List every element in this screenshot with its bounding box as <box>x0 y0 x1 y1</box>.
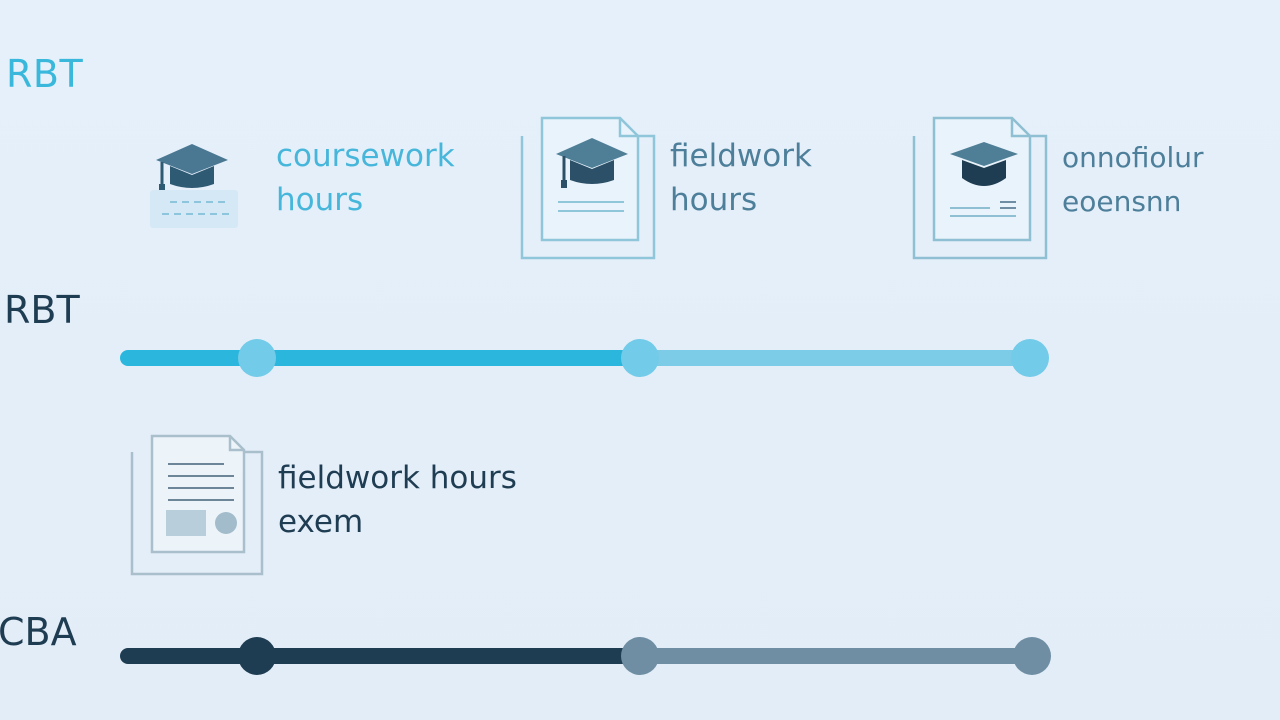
cba-milestone-1 <box>238 637 276 675</box>
cba-step-text: fieldwork hours exem <box>278 456 517 544</box>
rbt-timeline <box>120 339 1280 377</box>
document-graduation-cap-icon <box>520 116 656 260</box>
rbt-step-2-text: fieldwork hours <box>670 134 812 222</box>
document-icon <box>130 434 264 576</box>
rbt-milestone-1 <box>238 339 276 377</box>
rbt-step-1-line1: coursework <box>276 138 455 174</box>
document-graduation-cap-icon <box>912 116 1048 260</box>
cba-milestone-2 <box>621 637 659 675</box>
rbt-timeline-label: RBT <box>4 288 80 332</box>
cba-timeline <box>120 637 1280 675</box>
top-row-label: RBT <box>6 52 84 96</box>
rbt-step-1-text: coursework hours <box>276 134 455 222</box>
cba-timeline-label: CBA <box>0 610 77 654</box>
cba-milestone-3 <box>1013 637 1051 675</box>
rbt-milestone-3 <box>1011 339 1049 377</box>
rbt-step-2-line2: hours <box>670 182 758 218</box>
rbt-step-3-line2: eoensnn <box>1062 185 1182 218</box>
rbt-step-3-text: onnofiolur eoensnn <box>1062 136 1204 224</box>
rbt-step-3-line1: onnofiolur <box>1062 141 1204 174</box>
graduation-cap-icon <box>150 144 238 228</box>
rbt-milestone-2 <box>621 339 659 377</box>
rbt-step-2-line1: fieldwork <box>670 138 812 174</box>
rbt-step-1-line2: hours <box>276 182 364 218</box>
cba-step-line2: exem <box>278 504 364 540</box>
cba-step-line1: fieldwork hours <box>278 460 517 496</box>
